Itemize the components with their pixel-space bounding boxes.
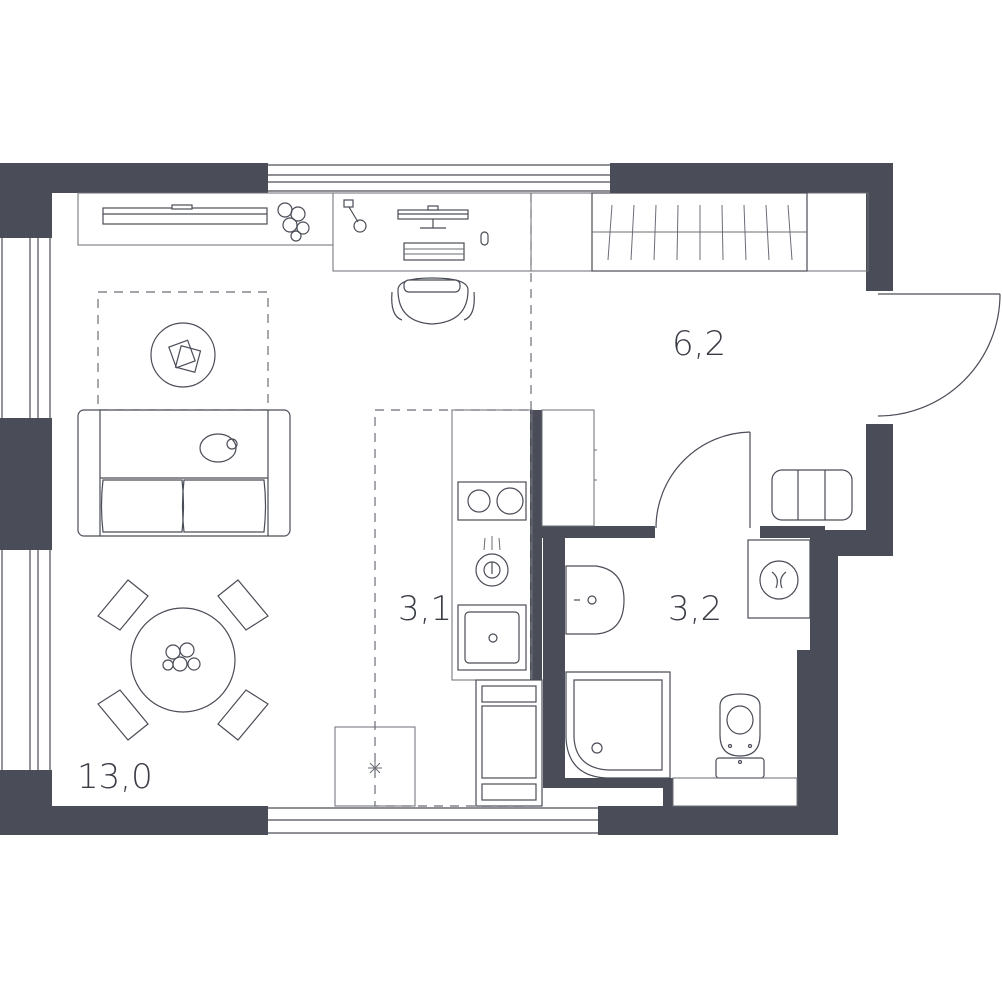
bathroom-door (655, 431, 751, 529)
room-area-bathroom: 3,2 (668, 589, 722, 629)
wardrobe-icon (530, 192, 869, 272)
toilet-icon (715, 693, 765, 779)
keyboard-icon (403, 242, 465, 261)
fridge-icon (475, 679, 543, 807)
bathroom-shelf (672, 777, 798, 807)
window-bottom-left (268, 806, 476, 835)
room-area-living: 13,0 (77, 757, 153, 797)
stove-icon (457, 481, 527, 521)
monitor-icon (397, 205, 469, 229)
tv-icon (77, 192, 334, 246)
shower-icon (565, 671, 671, 779)
sink-icon (457, 604, 527, 671)
room-area-hall: 6,2 (672, 324, 726, 364)
walls (0, 163, 893, 835)
ventilation-icon (334, 726, 416, 807)
plant-icon (277, 202, 310, 242)
sofa-icon (77, 409, 291, 537)
kitchen-zone-outline (374, 409, 532, 807)
desk-lamp-icon (343, 199, 367, 233)
coffee-table (150, 322, 216, 388)
faucet-icon (475, 536, 509, 587)
office-chair-icon (391, 277, 475, 325)
window-left-lower (0, 550, 52, 770)
kitchen-cabinet (541, 409, 595, 527)
bathroom-sink-icon (565, 565, 625, 635)
window-bottom-right (476, 806, 598, 835)
room-area-kitchen: 3,1 (398, 589, 452, 629)
window-left-upper (0, 238, 52, 418)
window-top (268, 163, 610, 193)
dining-table-icon (130, 607, 236, 713)
washing-machine-icon (747, 539, 811, 619)
shoe-rack-icon (771, 469, 853, 521)
mouse-icon (480, 231, 489, 246)
chair-icon (97, 579, 269, 741)
rug-icon (97, 291, 269, 411)
door-swing-icon (877, 293, 1001, 417)
